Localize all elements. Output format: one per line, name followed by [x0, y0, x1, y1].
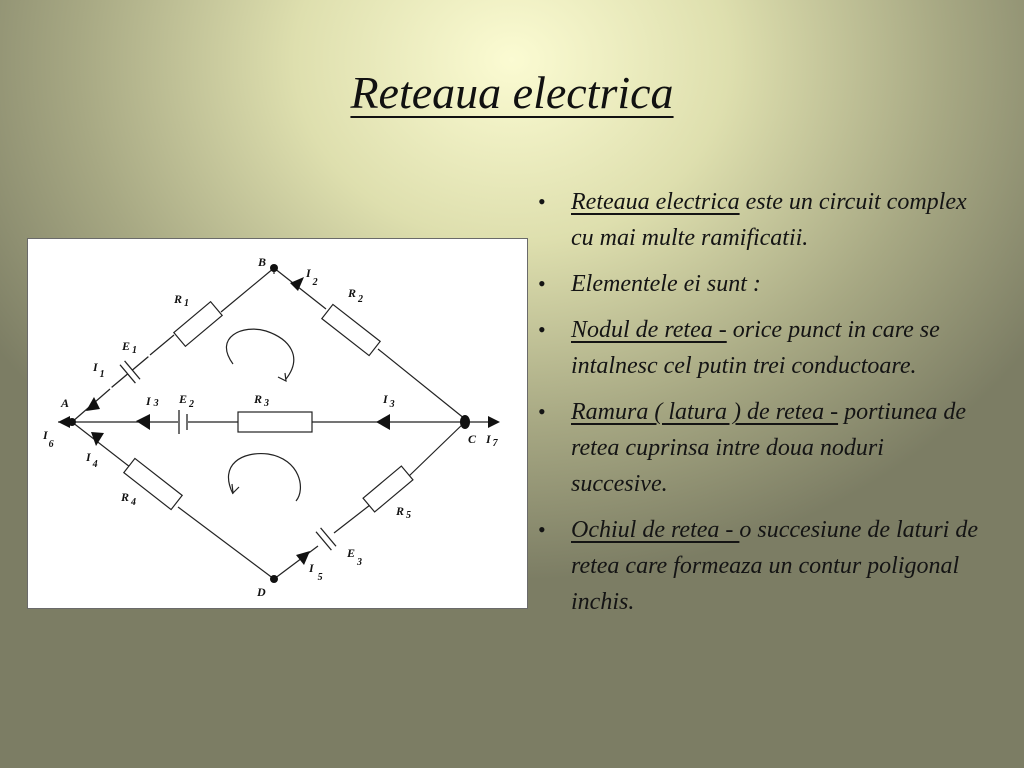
bullet-text: o succesiune de laturi de retea care for…: [571, 517, 978, 615]
wire-b-r2: [273, 267, 327, 310]
arrow-i2: [290, 277, 304, 291]
loop-arrow-lower: [227, 452, 301, 502]
label-i4: I4: [85, 450, 98, 470]
list-item: Elementele ei sunt :: [538, 266, 978, 302]
label-c: C: [468, 432, 477, 446]
node-d: [270, 575, 278, 583]
label-i5: I5: [308, 561, 323, 583]
arrow-i1: [86, 397, 100, 411]
label-i2: I2: [305, 266, 318, 288]
wire-r2-c: [377, 348, 466, 420]
bullet-term: Reteaua electrica: [571, 189, 740, 215]
source-e1: [111, 356, 149, 388]
arrow-i3-left: [136, 414, 150, 430]
arrow-i7: [488, 416, 500, 428]
wire-e1-r1: [149, 334, 175, 356]
slide-title-text: Reteaua electrica: [350, 67, 674, 118]
wire-r1-b: [220, 267, 275, 313]
wire-r4-d: [177, 506, 275, 580]
resistor-r1: [172, 300, 224, 348]
label-b: B: [257, 255, 266, 269]
node-c: [460, 415, 470, 429]
label-d: D: [256, 585, 266, 599]
wire-a-r4: [71, 421, 131, 468]
bullet-text: este un circuit complex cu mai multe ram…: [571, 189, 967, 251]
list-item: Ramura ( latura ) de retea - portiunea d…: [538, 394, 978, 502]
source-e2: [178, 410, 188, 434]
arrow-i5: [296, 551, 310, 565]
wire-d-e3: [273, 545, 319, 580]
label-i1: I1: [92, 360, 105, 380]
loop-arrow-upper-head: [277, 372, 287, 383]
list-item: Nodul de retea - orice punct in care se …: [538, 312, 978, 384]
definition-list: Reteaua electrica este un circuit comple…: [538, 184, 978, 630]
node-b: [270, 264, 278, 272]
bullet-term: Ochiul de retea -: [571, 517, 740, 543]
arrow-i3-right: [376, 414, 390, 430]
label-a: A: [60, 396, 69, 410]
bullet-text: portiunea de retea cuprinsa intre doua n…: [571, 399, 967, 497]
loop-arrow-lower-head: [231, 483, 240, 495]
list-item: Ochiul de retea - o succesiune de laturi…: [538, 512, 978, 620]
label-i6: I6: [42, 428, 54, 450]
bullet-term: Ramura ( latura ) de retea -: [571, 399, 839, 425]
bullet-text: Elementele ei sunt :: [571, 271, 761, 297]
loop-arrow-upper: [225, 328, 295, 380]
wire-e3-r5: [333, 504, 371, 534]
slide-title: Reteaua electrica: [0, 66, 1024, 119]
bullet-term: Nodul de retea -: [571, 317, 727, 343]
resistor-r2: [320, 303, 382, 357]
bullet-text: orice punct in care se intalnesc cel put…: [571, 317, 940, 379]
list-item: Reteaua electrica este un circuit comple…: [538, 184, 978, 256]
arrow-i4: [91, 432, 104, 446]
resistor-r3: [237, 411, 313, 433]
wire-r5-c: [407, 421, 466, 478]
resistor-r4: [122, 457, 184, 511]
source-e3: [315, 527, 337, 551]
label-e3: E3: [346, 546, 362, 568]
resistor-r5: [362, 465, 414, 513]
arrow-i6: [58, 416, 70, 428]
